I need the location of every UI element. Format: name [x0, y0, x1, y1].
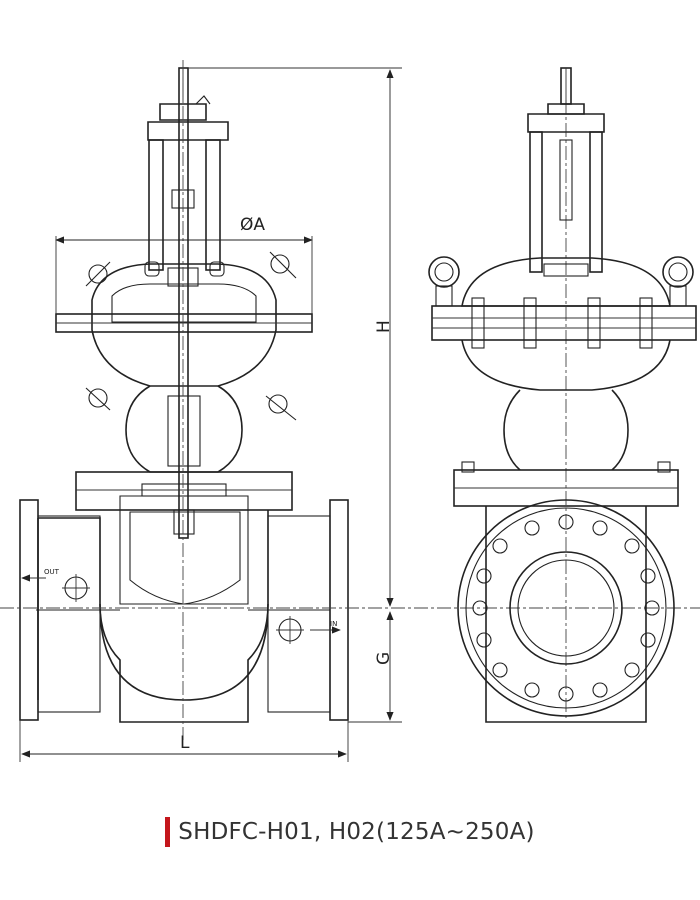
- dimension-diameter-label: ØA: [240, 215, 265, 235]
- model-title: SHDFC-H01, H02(125A~250A): [178, 819, 535, 845]
- dimension-lines: ØA H G L: [19, 67, 402, 762]
- dimension-center-height-label: G: [374, 652, 394, 665]
- valve-side-view: OUT IN: [19, 67, 349, 723]
- technical-drawing: OUT IN ØA H G L: [0, 60, 700, 762]
- dimension-length-label: L: [180, 733, 190, 753]
- inlet-label: IN: [330, 620, 337, 628]
- dimension-height-label: H: [374, 320, 394, 333]
- valve-front-view: [428, 67, 697, 723]
- outlet-label: OUT: [44, 568, 60, 576]
- caption-accent-bar: [165, 817, 171, 847]
- caption: SHDFC-H01, H02(125A~250A): [0, 812, 700, 852]
